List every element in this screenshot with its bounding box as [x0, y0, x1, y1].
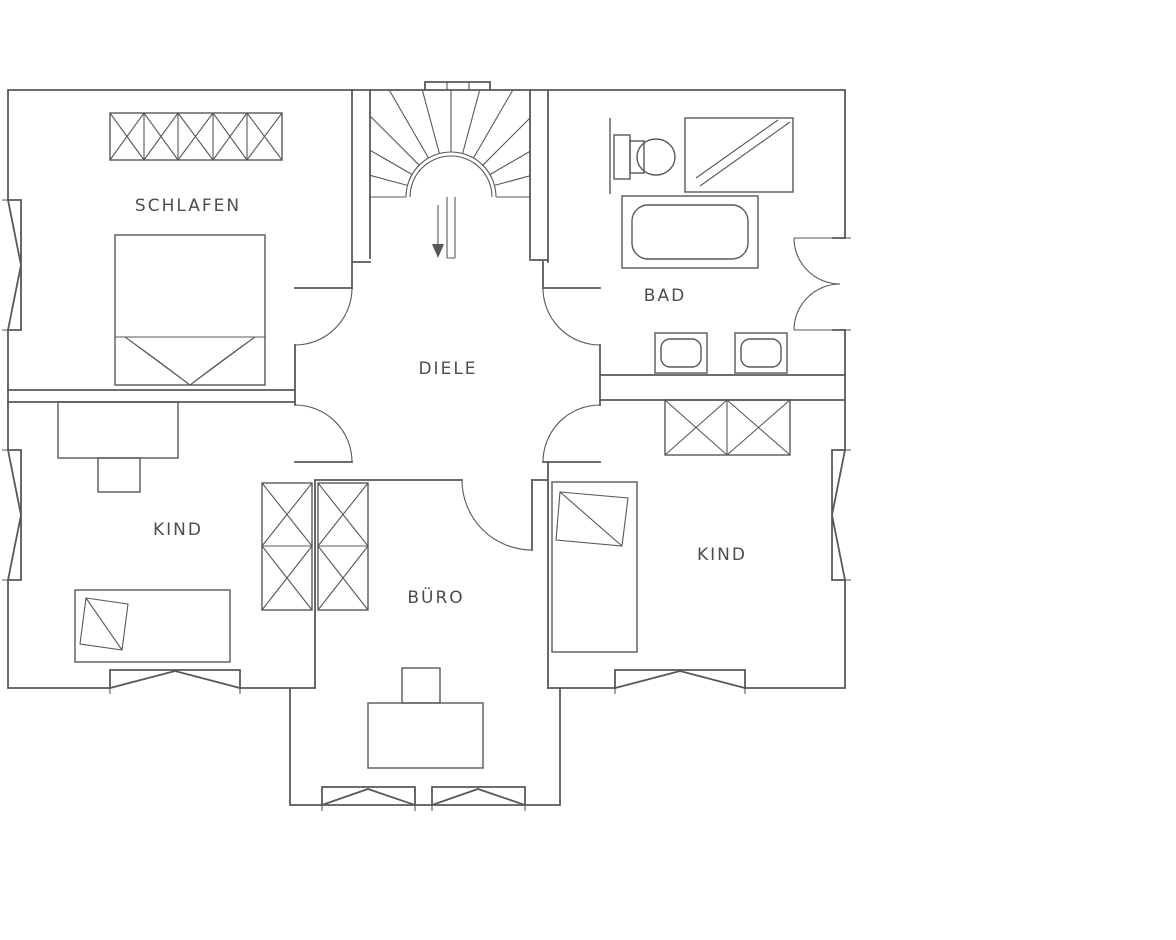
door-arc-schlafen: [294, 287, 353, 346]
outer-walls: [7, 81, 846, 806]
window-buero-2: [430, 786, 527, 807]
stair-bay: [424, 81, 491, 91]
stair-down-arrow-icon: [432, 244, 444, 258]
kind-right-furniture: [551, 399, 791, 653]
room-label-kind-left: KIND: [153, 520, 203, 540]
stair-treads: [369, 89, 531, 198]
door-arc-kind-right: [542, 404, 601, 463]
window-kind-left-bottom: [108, 669, 242, 690]
wardrobe-kind-right: [664, 399, 791, 456]
double-bed: [114, 234, 266, 386]
room-label-schlafen: SCHLAFEN: [135, 196, 241, 216]
desk-kind-left: [57, 401, 179, 493]
wardrobe-schlafen: [109, 112, 283, 161]
hall-doors: [294, 287, 601, 551]
room-labels: SCHLAFEN BAD DIELE KIND BÜRO KIND: [135, 196, 747, 608]
door-arc-bad: [542, 287, 601, 346]
door-arc-kind-left: [294, 404, 353, 463]
wardrobe-buero: [317, 482, 369, 611]
kind-left-furniture: [57, 401, 313, 663]
sink-left: [654, 332, 708, 374]
interior-walls: [7, 89, 846, 689]
staircase: [369, 89, 531, 259]
room-label-diele: DIELE: [418, 359, 477, 379]
window-schlafen-left: [6, 198, 22, 332]
sink-right: [734, 332, 788, 374]
wardrobe-kind-left: [261, 482, 313, 611]
bathtub: [621, 195, 759, 269]
window-buero-1: [320, 786, 417, 807]
stair-spine: [446, 197, 456, 259]
window-kind-right: [831, 448, 847, 582]
bathroom-fixtures: [609, 117, 794, 374]
door-leaves: [294, 287, 601, 551]
stair-winder-arcs: [405, 151, 497, 198]
toilet: [613, 134, 676, 180]
room-label-kind-right: KIND: [697, 545, 747, 565]
bed-kind-left: [74, 589, 231, 663]
schlafen-furniture: [109, 112, 283, 386]
shower: [684, 117, 794, 193]
french-door-bad: [793, 237, 851, 331]
windows: [2, 198, 851, 811]
door-arc-buero: [461, 479, 533, 551]
bed-kind-right: [551, 481, 638, 653]
window-kind-left: [6, 448, 22, 582]
buero-furniture: [317, 482, 484, 769]
desk-buero: [367, 667, 484, 769]
room-label-bad: BAD: [644, 286, 686, 306]
window-kind-right-bottom: [613, 669, 747, 690]
room-label-buero: BÜRO: [407, 586, 464, 608]
